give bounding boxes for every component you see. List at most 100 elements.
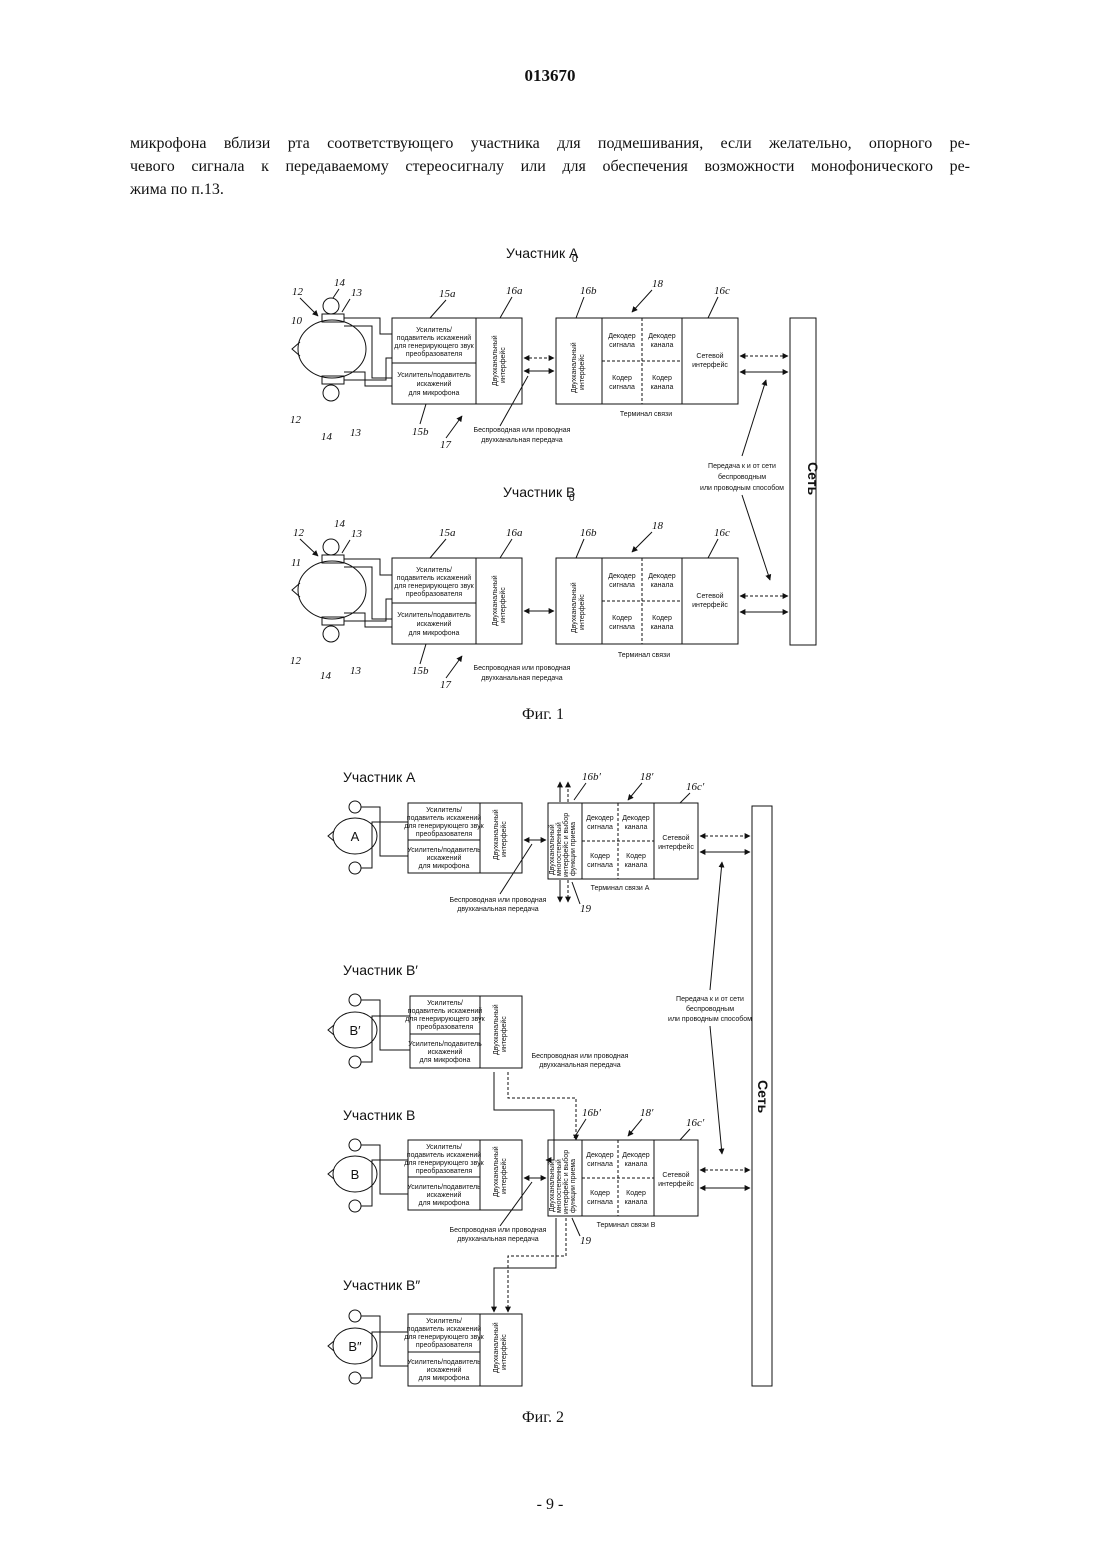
fig2-wireless-1a: Беспроводная или проводная [450, 897, 547, 904]
fig2-amp-top-1a: Усилитель/ [426, 807, 462, 814]
fig2-spk-bot-bpp [349, 1372, 361, 1384]
fig1-lead-14a [333, 289, 339, 298]
fig2-num-16c-b: 16c′ [686, 1117, 705, 1129]
fig1-title-a: Участник A [506, 245, 579, 261]
fig1-dec-sig-1a: Декодер [608, 333, 635, 340]
fig2-lead-16c-a [680, 793, 690, 803]
fig1-num-16a-b: 16a [506, 527, 523, 539]
fig1-amp-top-1a: Усилитель/ [416, 327, 452, 334]
fig1-lead-15a-a [430, 300, 446, 318]
fig2-cod-sig-2b: сигнала [587, 1199, 613, 1206]
fig2-amp-top-3b: для генерирующего звук [404, 1160, 484, 1167]
fig2-lead-18-b [628, 1119, 642, 1136]
fig2-iface-2bp: интерфейс [500, 1016, 508, 1052]
fig2-dec-ch-2b: канала [625, 1161, 648, 1168]
fig2-dec-ch-2a: канала [625, 824, 648, 831]
fig1-dec-ch-1b: Декодер [648, 573, 675, 580]
fig2-net-iface-2a: интерфейс [658, 843, 694, 851]
fig2-amp-top-4bp: преобразователя [417, 1023, 473, 1031]
fig2-amp-top-1bp: Усилитель/ [427, 1000, 463, 1007]
fig2-net-iface-1b: Сетевой [662, 1171, 689, 1179]
fig2-amp-bot-3bp: для микрофона [420, 1057, 471, 1064]
fig1-wireless-2b: двухканальная передача [481, 675, 563, 682]
fig1-num-13b2: 13 [350, 665, 362, 677]
fig2-wire-1a [361, 807, 408, 856]
fig1-lead-18-a [632, 290, 652, 312]
fig1-term-iface-2a: интерфейс [578, 354, 586, 390]
fig2-amp-top-4a: преобразователя [416, 830, 472, 838]
fig2-lead-18-a [628, 783, 642, 800]
fig1-amp-top-1b: Усилитель/ [416, 567, 452, 574]
fig1-title-b-sub: 0 [569, 493, 575, 504]
fig1-caption: Фиг. 1 [522, 706, 564, 724]
fig2-num-19-b: 19 [580, 1235, 592, 1247]
fig2-cod-sig-1b: Кодер [590, 1190, 610, 1197]
fig2-wireless-2b: двухканальная передача [457, 1236, 539, 1243]
fig2-amp-bot-3b: для микрофона [419, 1200, 470, 1207]
fig1-cod-ch-1a: Кодер [652, 375, 672, 382]
fig2-lead-16c-b [680, 1129, 690, 1140]
fig1-term-iface-2b: интерфейс [578, 594, 586, 630]
fig1-lead-13a [342, 299, 350, 312]
fig1-dec-ch-1a: Декодер [648, 333, 675, 340]
fig2-wire-2bp [361, 1016, 410, 1062]
fig1-num-16b-b: 16b [580, 527, 597, 539]
fig2-spk-top-b [349, 1139, 361, 1151]
fig1-cod-sig-2a: сигнала [609, 384, 635, 391]
fig1-dec-ch-2b: канала [651, 582, 674, 589]
fig1-num-18-a: 18 [652, 278, 664, 290]
fig1-amp-bot-1a: Усилитель/подавитель [397, 372, 471, 379]
fig1-wire-4b [344, 613, 392, 627]
fig1-lead-12a [300, 298, 318, 316]
fig1-num-12a2: 12 [290, 414, 302, 426]
fig1-amp-top-4b: преобразователя [406, 590, 462, 598]
fig2-terminal-label-b: Терминал связи B [597, 1222, 656, 1229]
fig1-amp-top-2a: подавитель искажений [397, 334, 471, 342]
fig2-net-iface-1a: Сетевой [662, 834, 689, 842]
fig1-amp-bot-3b: для микрофона [409, 630, 460, 637]
fig2-dec-sig-1a: Декодер [586, 815, 613, 822]
fig1-num-10: 10 [291, 315, 303, 327]
fig1-num-14a: 14 [334, 277, 346, 289]
fig2-multi-2a: многостепенный [555, 822, 563, 876]
fig2-wire-1bpp [361, 1316, 408, 1366]
fig1-num-15b-a: 15b [412, 426, 429, 438]
fig2-wireless-1b: Беспроводная или проводная [450, 1227, 547, 1234]
fig2-net-arrow-up [710, 862, 722, 990]
fig2-amp-bot-2a: искажений [427, 854, 462, 862]
fig2-head-label-a: A [351, 829, 360, 844]
fig1-net-transfer-3: или проводным способом [700, 484, 784, 492]
fig1-cod-sig-2b: сигнала [609, 624, 635, 631]
fig1-lead-18-b [632, 532, 652, 552]
fig2-amp-top-2bpp: подавитель искажений [407, 1325, 481, 1333]
fig2-num-18-a: 18′ [640, 771, 654, 783]
fig1-iface-1b: Двухканальный [491, 575, 499, 626]
fig1-cod-ch-2b: канала [651, 624, 674, 631]
fig2-caption: Фиг. 2 [522, 1409, 564, 1427]
fig2-network-label: Сеть [755, 1080, 771, 1114]
fig1-speaker-bottom-a [323, 385, 339, 401]
fig1-dec-ch-2a: канала [651, 342, 674, 349]
fig2-iface-1a: Двухканальный [492, 809, 500, 860]
fig1-lead-15b-b [420, 644, 426, 664]
fig1-amp-bot-3a: для микрофона [409, 390, 460, 397]
fig2-num-16b-a: 16b′ [582, 771, 602, 783]
fig2-multi-1a: Двухканальный [548, 824, 556, 875]
fig2-iface-2bpp: интерфейс [500, 1334, 508, 1370]
fig1-amp-top-2b: подавитель искажений [397, 574, 471, 582]
fig1-lead-17-a [446, 416, 462, 438]
fig1-lead-15a-b [430, 539, 446, 558]
fig1-num-17-b: 17 [440, 679, 452, 691]
fig1-lead-12b [300, 539, 318, 556]
fig1-wireless-1a: Беспроводная или проводная [474, 427, 571, 434]
fig2-title-bp: Участник B′ [343, 962, 418, 978]
fig2-amp-bot-2bp: искажений [428, 1048, 463, 1056]
fig1-net-transfer-1: Передача к и от сети [708, 463, 776, 470]
fig1-net-iface-2a: интерфейс [692, 361, 728, 369]
fig1-head-b [298, 561, 366, 619]
fig2-spk-top-bp [349, 994, 361, 1006]
fig1-num-18-b: 18 [652, 520, 664, 532]
fig1-num-13b: 13 [351, 528, 363, 540]
fig1-amp-bot-2a: искажений [417, 380, 452, 388]
fig2-lead-19-a [572, 882, 580, 904]
